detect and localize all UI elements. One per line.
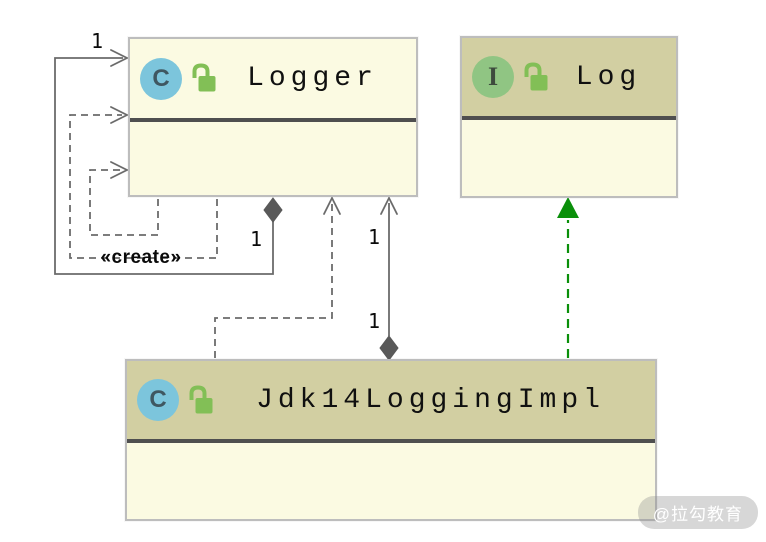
interface-header: I Log (462, 38, 676, 120)
create-stereotype-label: «create» (100, 247, 182, 268)
multiplicity-label: 1 (367, 225, 381, 249)
multiplicity-label: 1 (249, 227, 263, 251)
class-badge-icon: C (137, 379, 179, 421)
class-node-logger[interactable]: C Logger (128, 37, 418, 197)
interface-node-log[interactable]: I Log (460, 36, 678, 198)
multiplicity-label: 1 (90, 29, 104, 53)
jdk14-to-logger-dependency-edge (214, 195, 341, 358)
multiplicity-label: 1 (367, 309, 381, 333)
class-header: C Logger (130, 39, 416, 122)
class-badge-icon: C (140, 57, 182, 100)
interface-badge-icon: I (472, 56, 514, 98)
class-name-label: Jdk14LoggingImpl (256, 384, 605, 416)
class-node-jdk14loggingimpl[interactable]: C Jdk14LoggingImpl (125, 359, 657, 521)
unlock-icon (522, 61, 549, 94)
jdk14-implements-log-edge (557, 197, 579, 358)
jdk14-to-logger-composition-edge (379, 195, 399, 361)
unlock-icon (187, 384, 214, 417)
class-header: C Jdk14LoggingImpl (127, 361, 655, 443)
unlock-icon (190, 62, 217, 95)
interface-name-label: Log (575, 61, 642, 93)
class-name-label: Logger (247, 63, 378, 94)
watermark-badge: @拉勾教育 (637, 496, 758, 529)
